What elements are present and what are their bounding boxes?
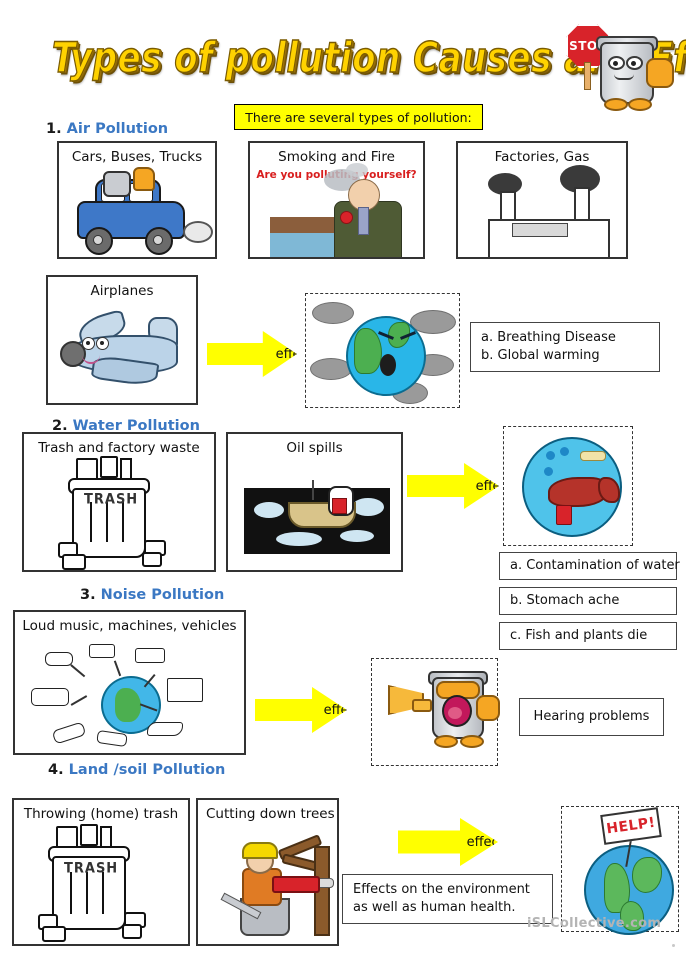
mascot-mouth [614, 74, 634, 80]
oil-spill-illustration-icon [236, 458, 398, 568]
effect-item: c. Fish and plants die [510, 628, 648, 644]
stop-trashcan-mascot-icon: STOP [560, 22, 680, 118]
page-title-text: Types of pollution Causes and Effects [51, 33, 686, 83]
intro-banner: There are several types of pollution: [234, 104, 483, 130]
cause-card-cars: Cars, Buses, Trucks [57, 141, 217, 259]
shouting-can-foot-left [434, 735, 458, 748]
smoker-illustration-icon [262, 163, 422, 257]
section-number-4: 4. [48, 762, 64, 778]
cause-card-trash-waste: Trash and factory waste TRASH [22, 432, 216, 572]
cause-card-title: Oil spills [286, 440, 343, 456]
cause-card-title: Loud music, machines, vehicles [22, 618, 237, 634]
mascot-foot-right [628, 98, 652, 111]
cause-card-smoking: Smoking and Fire Are you polluting yours… [248, 141, 425, 259]
section-label-air: Air Pollution [66, 121, 169, 137]
cause-card-title: Airplanes [90, 283, 154, 299]
effect-list-land: Effects on the environment as well as hu… [342, 874, 553, 924]
effect-arrow-noise: effect [255, 687, 347, 733]
section-number-1: 1. [46, 121, 62, 137]
cause-card-title: Smoking and Fire [278, 149, 395, 165]
cause-card-loud-music: Loud music, machines, vehicles [13, 610, 246, 755]
effect-arrow-water: effect [407, 463, 499, 509]
noisy-world-illustration-icon [15, 634, 244, 753]
section-heading-water: 2. Water Pollution [52, 418, 200, 434]
megaphone-handle [412, 699, 432, 712]
mascot-hand-icon [646, 58, 674, 88]
help-sign-text: HELP! [605, 814, 657, 838]
help-sign-icon: HELP! [600, 807, 662, 845]
effect-image-coughing-earth [305, 293, 460, 408]
cause-card-title: Cars, Buses, Trucks [71, 149, 203, 165]
cause-card-throwing-trash: Throwing (home) trash TRASH [12, 798, 190, 946]
effect-arrow-label: effect [466, 834, 504, 850]
shouting-can-foot-right [460, 735, 484, 748]
factory-illustration-icon [462, 161, 626, 257]
trashcan-label: TRASH [84, 491, 139, 508]
cause-card-factories: Factories, Gas [456, 141, 628, 259]
trashcan-label: TRASH [64, 860, 119, 877]
effect-arrow-label: effect [323, 702, 361, 718]
shouting-can-arm [476, 695, 500, 721]
effect-item: b. Stomach ache [510, 593, 620, 609]
trashcan-line-illustration-icon: TRASH [38, 824, 178, 944]
cause-card-title: Trash and factory waste [38, 440, 200, 456]
car-illustration-icon [59, 165, 215, 257]
effect-arrow-air: effect [207, 331, 297, 377]
page-title: Types of pollution Causes and Effects [51, 33, 686, 86]
section-number-3: 3. [80, 587, 96, 603]
effect-item: a. Breathing Disease [481, 330, 616, 346]
section-label-land: Land /soil Pollution [68, 762, 226, 778]
cause-card-cutting-trees: Cutting down trees [196, 798, 339, 946]
fishbowl-icon [522, 437, 622, 537]
lumberjack-illustration-icon [202, 824, 337, 944]
cause-card-airplanes: Airplanes [46, 275, 198, 405]
section-label-water: Water Pollution [72, 418, 200, 434]
globe-icon [584, 845, 674, 935]
section-heading-land: 4. Land /soil Pollution [48, 762, 225, 778]
intro-banner-text: There are several types of pollution: [245, 109, 472, 125]
effect-item: a. Contamination of water [510, 558, 680, 574]
effect-item-box-water-c: c. Fish and plants die [499, 622, 677, 650]
trashcan-line-illustration-icon: TRASH [58, 456, 198, 570]
effect-item: as well as human health. [353, 900, 516, 915]
effect-image-polluted-fishbowl [503, 426, 633, 546]
cause-card-title: Factories, Gas [494, 149, 590, 165]
cause-card-oil-spills: Oil spills [226, 432, 403, 572]
mascot-eye-left [608, 56, 625, 70]
effect-item-box-water-b: b. Stomach ache [499, 587, 677, 615]
shouting-can-tongue [448, 707, 462, 719]
effect-list-air: a. Breathing Disease b. Global warming [470, 322, 660, 372]
mascot-eye-right [626, 56, 643, 70]
effect-item-box-water-a: a. Contamination of water [499, 552, 680, 580]
effect-arrow-label: effect [475, 478, 513, 494]
mascot-foot-left [604, 98, 628, 111]
effect-arrow-land: effect [398, 818, 498, 866]
airplane-illustration-icon [48, 301, 196, 403]
cause-card-title: Cutting down trees [206, 806, 335, 822]
section-number-2: 2. [52, 418, 68, 434]
section-label-noise: Noise Pollution [100, 587, 225, 603]
effect-item: b. Global warming [481, 348, 600, 363]
section-heading-air: 1. Air Pollution [46, 121, 168, 137]
effect-item: Effects on the environment [353, 882, 530, 898]
effect-image-shouting-trashcan [371, 658, 500, 766]
stop-sign-pole [584, 62, 591, 90]
corner-mark [672, 944, 675, 947]
section-heading-noise: 3. Noise Pollution [80, 587, 224, 603]
cause-card-title: Throwing (home) trash [23, 806, 179, 822]
effect-image-help-globe: HELP! [561, 806, 679, 935]
effect-item: Hearing problems [533, 709, 650, 725]
site-watermark: iSLCollective.com [527, 916, 662, 931]
effect-list-noise: Hearing problems [519, 698, 664, 736]
